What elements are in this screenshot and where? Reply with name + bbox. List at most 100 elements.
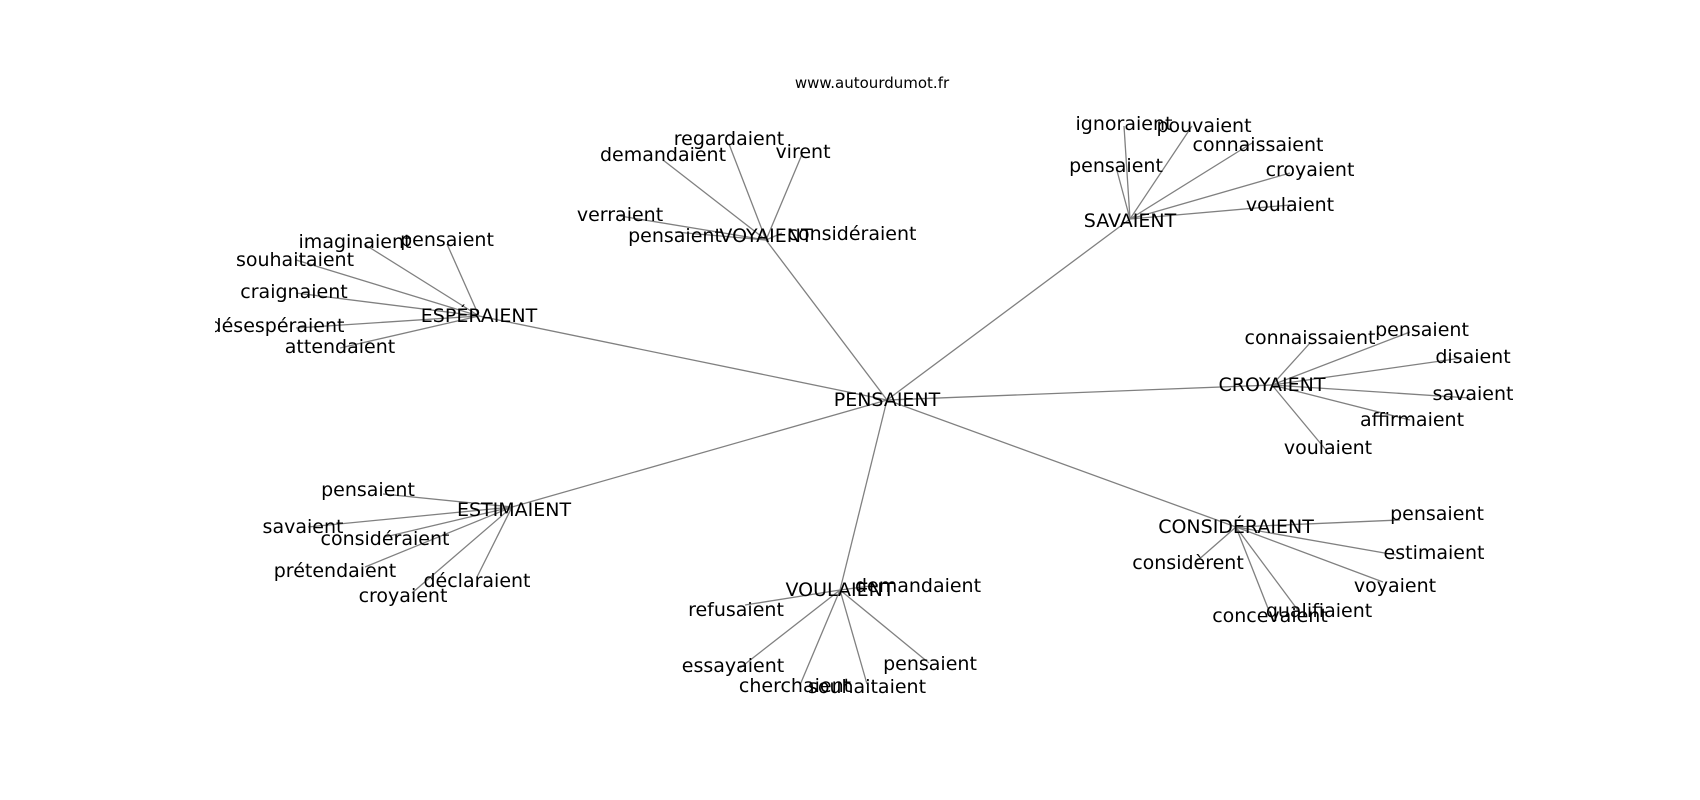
hub-label-voyaient: VOYAIENT bbox=[719, 225, 813, 247]
edge-center-esperaient bbox=[478, 315, 888, 401]
edge-esperaient-leaf-4 bbox=[295, 315, 480, 329]
leaf-label-voyaient-4: pensaient bbox=[628, 225, 722, 247]
edge-voulaient-leaf-3 bbox=[839, 589, 930, 664]
hub-label-voulaient: VOULAIENT bbox=[786, 579, 895, 601]
edge-center-savaient bbox=[886, 218, 1131, 401]
leaf-label-savaient-1: pouvaient bbox=[1156, 115, 1251, 137]
edge-center-croyaient bbox=[886, 384, 1273, 401]
edge-center-estimaient bbox=[511, 399, 888, 508]
leaf-label-croyaient-3: savaient bbox=[1433, 383, 1514, 405]
edge-esperaient-leaf-0 bbox=[363, 243, 480, 317]
edge-consideraient-leaf-2 bbox=[1196, 526, 1237, 562]
center-node-label: PENSAIENT bbox=[834, 389, 941, 411]
leaf-label-croyaient-0: connaissaient bbox=[1245, 327, 1376, 349]
edge-savaient-leaf-2 bbox=[1129, 142, 1253, 220]
edge-voyaient-leaf-0 bbox=[728, 143, 767, 241]
leaf-label-estimaient-0: pensaient bbox=[321, 479, 415, 501]
leaf-label-savaient-0: ignoraient bbox=[1076, 113, 1173, 135]
edge-croyaient-leaf-0 bbox=[1271, 342, 1311, 386]
edge-croyaient-leaf-4 bbox=[1271, 384, 1411, 421]
site-label: www.autourdumot.fr bbox=[795, 74, 950, 92]
edge-consideraient-leaf-0 bbox=[1235, 519, 1401, 528]
leaf-label-estimaient-5: croyaient bbox=[359, 585, 448, 607]
leaf-label-voulaient-3: pensaient bbox=[883, 653, 977, 675]
leaf-label-croyaient-5: voulaient bbox=[1284, 437, 1372, 459]
edge-voulaient-leaf-1 bbox=[744, 589, 841, 606]
leaf-label-savaient-2: connaissaient bbox=[1193, 134, 1324, 156]
leaf-label-voulaient-5: souhaitaient bbox=[808, 676, 926, 698]
leaf-label-voyaient-5: considéraient bbox=[788, 223, 917, 245]
leaf-label-consideraient-5: concevaient bbox=[1212, 605, 1328, 627]
leaf-label-consideraient-3: voyaient bbox=[1354, 575, 1436, 597]
edge-voulaient-leaf-5 bbox=[839, 589, 868, 685]
leaf-label-voulaient-2: essayaient bbox=[682, 655, 784, 677]
edge-savaient-leaf-0 bbox=[1123, 125, 1131, 220]
leaf-label-consideraient-0: pensaient bbox=[1390, 503, 1484, 525]
graph-edges bbox=[295, 125, 1471, 686]
edge-estimaient-leaf-0 bbox=[382, 493, 513, 508]
leaf-label-voulaient-1: refusaient bbox=[688, 599, 784, 621]
leaf-label-croyaient-1: pensaient bbox=[1375, 319, 1469, 341]
leaf-label-voulaient-4: cherchaient bbox=[739, 675, 851, 697]
edge-voyaient-leaf-4 bbox=[674, 231, 767, 241]
leaf-label-croyaient-2: disaient bbox=[1435, 346, 1510, 368]
leaf-label-esperaient-3: craignaient bbox=[240, 281, 347, 303]
edge-estimaient-leaf-2 bbox=[384, 506, 513, 538]
edge-voyaient-leaf-5 bbox=[765, 232, 783, 241]
edge-estimaient-leaf-4 bbox=[476, 506, 513, 578]
leaf-label-consideraient-1: estimaient bbox=[1384, 542, 1485, 564]
edge-savaient-leaf-3 bbox=[1115, 166, 1131, 220]
edge-voulaient-leaf-0 bbox=[839, 584, 879, 591]
leaf-label-estimaient-3: prétendaient bbox=[274, 560, 397, 582]
edge-esperaient-leaf-3 bbox=[295, 292, 480, 317]
edge-croyaient-leaf-2 bbox=[1271, 357, 1463, 386]
leaf-label-savaient-5: voulaient bbox=[1246, 194, 1334, 216]
edge-estimaient-leaf-5 bbox=[411, 506, 513, 594]
leaf-label-voyaient-2: virent bbox=[775, 141, 830, 163]
edge-savaient-leaf-4 bbox=[1129, 172, 1291, 220]
edge-croyaient-leaf-3 bbox=[1271, 384, 1471, 399]
edge-consideraient-leaf-1 bbox=[1235, 526, 1397, 556]
edge-center-consideraient bbox=[886, 399, 1237, 528]
edge-croyaient-leaf-1 bbox=[1271, 331, 1411, 386]
edge-esperaient-leaf-1 bbox=[446, 243, 480, 317]
edge-esperaient-leaf-5 bbox=[339, 315, 480, 349]
leaf-label-consideraient-4: qualifiaient bbox=[1266, 600, 1372, 622]
hub-label-estimaient: ESTIMAIENT bbox=[457, 499, 571, 521]
leaf-label-esperaient-0: imaginaient bbox=[299, 231, 412, 253]
edge-voyaient-leaf-2 bbox=[765, 151, 804, 241]
edge-esperaient-leaf-2 bbox=[295, 259, 480, 317]
edge-consideraient-leaf-3 bbox=[1235, 526, 1384, 583]
leaf-label-savaient-4: croyaient bbox=[1266, 159, 1355, 181]
edge-voulaient-leaf-4 bbox=[799, 589, 841, 686]
leaf-label-consideraient-2: considèrent bbox=[1132, 552, 1244, 574]
edge-savaient-leaf-1 bbox=[1129, 125, 1193, 220]
edge-voyaient-leaf-1 bbox=[662, 159, 767, 241]
leaf-label-savaient-3: pensaient bbox=[1069, 155, 1163, 177]
leaf-label-estimaient-4: déclaraient bbox=[423, 570, 530, 592]
edge-center-voulaient bbox=[839, 399, 888, 591]
hub-label-savaient: SAVAIENT bbox=[1084, 210, 1177, 232]
leaf-label-estimaient-2: considéraient bbox=[321, 528, 450, 550]
edge-estimaient-leaf-3 bbox=[364, 506, 513, 568]
leaf-label-estimaient-1: savaient bbox=[263, 516, 344, 538]
leaf-label-esperaient-5: attendaient bbox=[285, 336, 395, 358]
edge-croyaient-leaf-5 bbox=[1271, 384, 1327, 451]
leaf-label-croyaient-4: affirmaient bbox=[1360, 409, 1464, 431]
leaf-label-esperaient-1: pensaient bbox=[400, 229, 494, 251]
hub-label-croyaient: CROYAIENT bbox=[1219, 374, 1326, 396]
edge-consideraient-leaf-4 bbox=[1235, 526, 1301, 614]
leaf-label-esperaient-2: souhaitaient bbox=[236, 249, 354, 271]
edge-voyaient-leaf-3 bbox=[619, 215, 767, 241]
edge-savaient-leaf-5 bbox=[1129, 204, 1291, 220]
edge-consideraient-leaf-5 bbox=[1235, 526, 1274, 622]
hub-label-esperaient: ESPÉRAIENT bbox=[421, 304, 538, 327]
leaf-label-voulaient-0: demandaient bbox=[855, 575, 981, 597]
leaf-label-esperaient-4: désespéraient bbox=[210, 315, 345, 337]
edge-center-voyaient bbox=[765, 239, 888, 401]
edge-voulaient-leaf-2 bbox=[739, 589, 841, 669]
leaf-label-voyaient-1: demandaient bbox=[600, 144, 726, 166]
hub-label-consideraient: CONSIDÉRAIENT bbox=[1158, 515, 1314, 538]
